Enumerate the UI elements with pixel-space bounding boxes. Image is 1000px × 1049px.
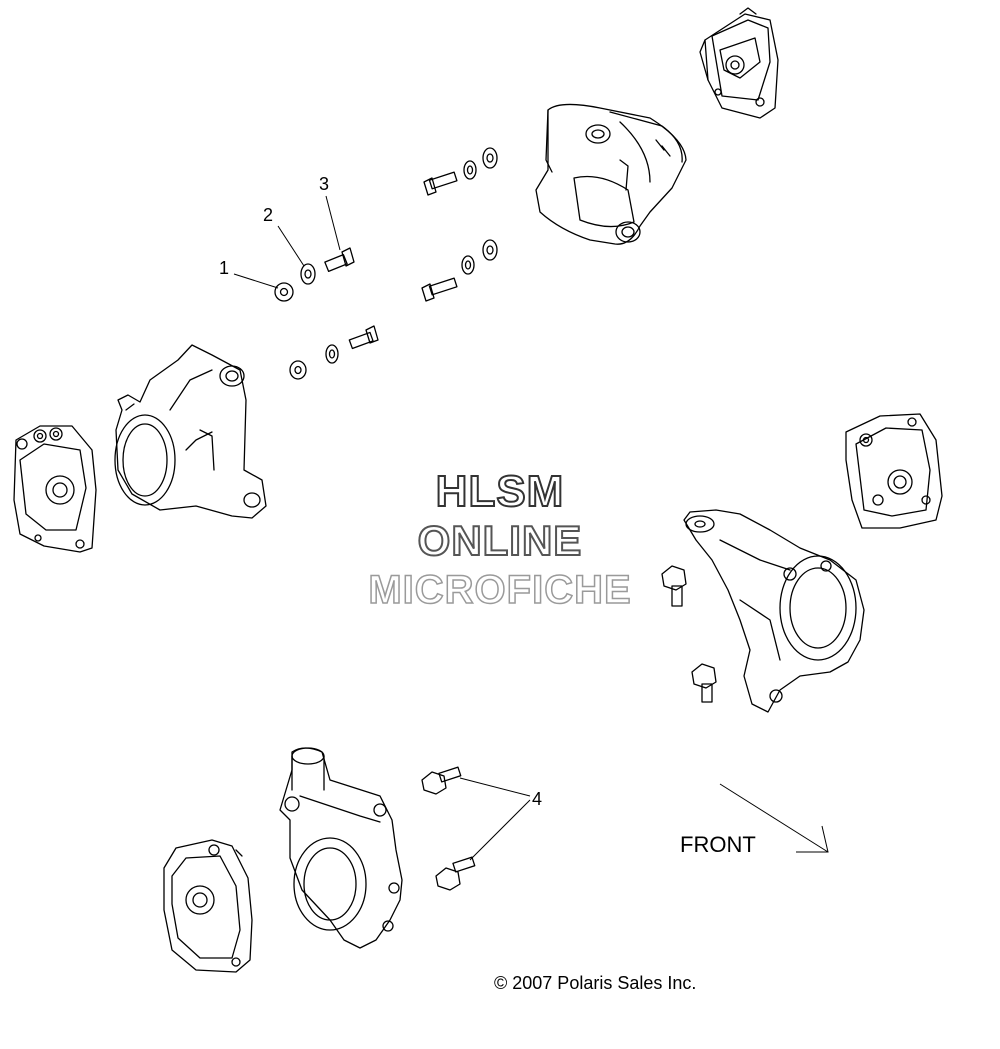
watermark-line-1: HLSM [435,467,565,516]
brake-caliper-left [13,425,97,553]
flange-bolt-right-b [691,663,717,703]
washer-upper-d [482,239,498,261]
washer-upper-a [463,160,477,180]
flange-bolt-item-4-upper [421,766,462,795]
washer-item-1 [274,282,294,302]
brake-caliper-right [845,413,943,529]
watermark-line-2: ONLINE [417,517,583,564]
flange-bolt-right-a [661,565,687,607]
front-label: FRONT [680,832,756,857]
bolt-mid [348,325,379,350]
callout-3: 3 [319,174,330,194]
leader-lines-123 [233,195,341,289]
steering-knuckle-right [683,509,865,713]
brake-caliper-lower [163,839,253,973]
callout-4: 4 [532,789,543,809]
rear-hub-carrier-lower [114,344,267,519]
washer-upper-b [482,147,498,169]
brake-caliper-top-right [699,7,779,119]
flange-bolt-item-4-lower [435,856,476,891]
bolt-item-3 [324,247,355,273]
callout-2: 2 [263,205,274,225]
washer-item-2 [300,263,316,285]
leader-lines-4 [459,777,531,861]
washer-upper-c [461,255,475,275]
callout-1: 1 [219,258,230,278]
washer-mid-b [325,344,339,364]
rear-hub-carrier-upper [535,103,687,245]
washer-mid-a [289,360,307,380]
watermark-line-3: MICROFICHE [368,568,632,612]
bolt-upper-a [423,171,458,196]
copyright-notice: © 2007 Polaris Sales Inc. [494,973,697,993]
front-arrow-icon [719,783,829,853]
bolt-upper-b [421,277,458,302]
steering-knuckle-lower [279,747,403,949]
